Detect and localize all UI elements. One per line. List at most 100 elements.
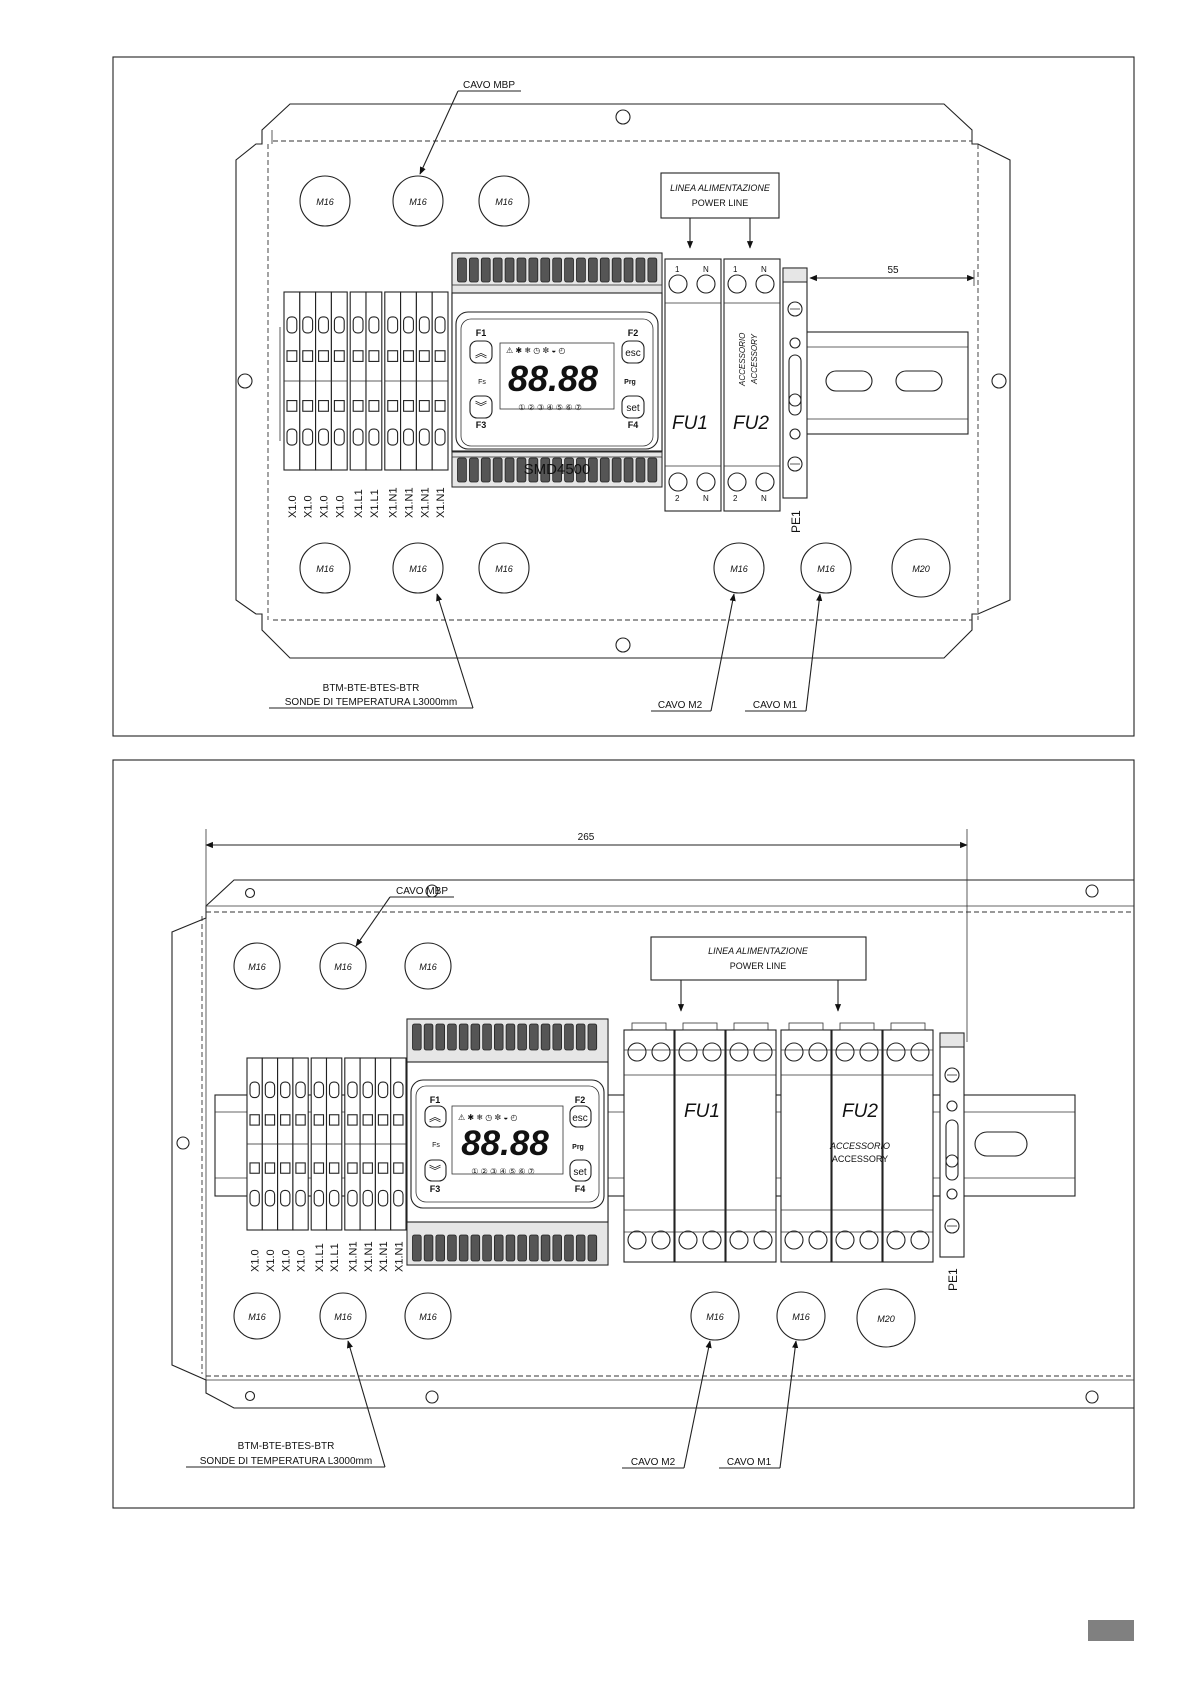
chevron-down-icon: ︾ (429, 1164, 441, 1178)
cable-gland: M16 (392, 175, 444, 227)
cable-gland: M16 (776, 1291, 826, 1341)
svg-text:CAVO MBP: CAVO MBP (396, 886, 448, 897)
svg-text:POWER LINE: POWER LINE (692, 198, 749, 208)
down-key[interactable] (469, 395, 493, 419)
svg-text:ACCESSORIO: ACCESSORIO (829, 1141, 890, 1151)
svg-text:BTM-BTE-BTES-BTR: BTM-BTE-BTES-BTR (323, 683, 420, 694)
terminal-label: X1.0 (250, 1249, 262, 1272)
svg-text:LINEA ALIMENTAZIONE: LINEA ALIMENTAZIONE (708, 946, 809, 956)
cable-gland: M16 (404, 942, 452, 990)
svg-text:M16: M16 (495, 197, 513, 207)
terminal-label: X1.0 (303, 495, 315, 518)
cable-gland: M16 (319, 942, 367, 990)
terminal-block (330, 291, 348, 471)
svg-text:Fs: Fs (478, 379, 486, 386)
terminal-label: X1.L1 (369, 489, 381, 518)
svg-text:SONDE DI TEMPERATURA L3000mm: SONDE DI TEMPERATURA L3000mm (200, 1456, 372, 1467)
terminal-label: X1.L1 (353, 489, 365, 518)
svg-text:SONDE DI TEMPERATURA L3000mm: SONDE DI TEMPERATURA L3000mm (285, 697, 457, 708)
set-key[interactable] (569, 1159, 592, 1182)
svg-text:ACCESSORIO: ACCESSORIO (738, 333, 747, 387)
chevron-up-icon: ︽ (429, 1110, 441, 1124)
terminal-block (315, 291, 332, 471)
up-key[interactable] (469, 340, 493, 364)
svg-text:CAVO M2: CAVO M2 (631, 1457, 676, 1468)
cable-gland: M16 (299, 175, 351, 227)
bottom-pe-terminal: PE1 (939, 1032, 965, 1291)
bottom-controller: F1 F2 F3 F4 ︽ ︾ esc set Fs Prg ⚠ ✱ ❄ ◷ ✼… (406, 1018, 609, 1266)
terminal-block (365, 291, 383, 471)
down-key[interactable] (424, 1159, 447, 1182)
terminal-label: X1.N1 (404, 487, 416, 518)
svg-text:POWER LINE: POWER LINE (730, 961, 787, 971)
svg-text:M16: M16 (316, 564, 334, 574)
top-drawing: M16 M16 M16 M16 M16 M16 M16 M16 M20 X1.0… (112, 56, 1135, 737)
terminal-block (277, 1057, 294, 1231)
terminal-block (283, 291, 301, 471)
esc-key[interactable] (569, 1105, 592, 1128)
status-icons: ⚠ ✱ ❄ ◷ ✼ ◒ ◴ (506, 346, 565, 355)
svg-text:F4: F4 (628, 420, 639, 430)
display-value: 88.88 (508, 358, 598, 399)
svg-text:M16: M16 (334, 1312, 352, 1322)
bottom-frame (112, 759, 1135, 1509)
svg-text:M16: M16 (817, 564, 835, 574)
fuse-module (623, 1022, 675, 1263)
esc-key[interactable] (621, 340, 645, 364)
svg-text:N: N (703, 265, 709, 274)
svg-text:F4: F4 (575, 1184, 586, 1194)
svg-text:F3: F3 (476, 420, 487, 430)
svg-text:N: N (761, 265, 767, 274)
terminal-block (400, 291, 417, 471)
chevron-down-icon: ︾ (475, 400, 487, 414)
cable-gland: M16 (690, 1291, 740, 1341)
fuse-module (674, 1022, 726, 1263)
top-frame (112, 56, 1135, 737)
bottom-enclosure (171, 879, 1134, 1409)
svg-text:F2: F2 (628, 328, 639, 338)
svg-text:Prg: Prg (624, 379, 636, 386)
svg-text:CAVO M2: CAVO M2 (658, 700, 703, 711)
fuse-module (882, 1022, 934, 1263)
top-leaders: CAVO MBP BTM-BTE-BTES-BTR SONDE DI TEMPE… (269, 80, 823, 712)
terminal-label: X1.L1 (329, 1243, 341, 1272)
cable-gland: M16 (713, 542, 765, 594)
terminal-label: X1.N1 (378, 1241, 390, 1272)
terminal-block (310, 1057, 328, 1231)
terminal-label: X1.N1 (393, 1241, 405, 1272)
svg-text:N: N (761, 494, 767, 503)
status-icons: ⚠ ✱ ❄ ◷ ✼ ◒ ◴ (458, 1113, 517, 1122)
svg-text:2: 2 (733, 494, 738, 503)
terminal-block (431, 291, 449, 471)
terminal-label: X1.N1 (419, 487, 431, 518)
terminal-label: X1.0 (280, 1249, 292, 1272)
svg-text:BTM-BTE-BTES-BTR: BTM-BTE-BTES-BTR (238, 1441, 335, 1452)
svg-text:PE1: PE1 (946, 1268, 960, 1291)
terminal-label: X1.0 (265, 1249, 277, 1272)
svg-text:M16: M16 (334, 962, 352, 972)
bottom-glands: M16 M16 M16 M16 M16 M16 M16 M16 M20 (233, 942, 916, 1348)
set-key[interactable] (621, 395, 645, 419)
cable-gland: M20 (891, 538, 951, 598)
bottom-dimension: 265 (205, 829, 968, 1042)
up-key[interactable] (424, 1105, 447, 1128)
terminal-block (325, 1057, 343, 1231)
fuse-label: FU2 (842, 1101, 878, 1122)
bottom-leaders: CAVO MBP BTM-BTE-BTES-BTR SONDE DI TEMPE… (186, 886, 799, 1469)
svg-text:PE1: PE1 (789, 510, 803, 533)
terminal-label: X1.0 (287, 495, 299, 518)
svg-text:M16: M16 (409, 197, 427, 207)
svg-text:F3: F3 (430, 1184, 441, 1194)
fuse-module (780, 1022, 832, 1263)
terminal-block (292, 1057, 309, 1231)
terminal-block (390, 1057, 407, 1231)
svg-text:F1: F1 (476, 328, 487, 338)
terminal-block (374, 1057, 392, 1231)
svg-text:1: 1 (733, 265, 738, 274)
bottom-fuses: FU1 FU2 ACCESSORIO ACCESSORY (623, 1022, 934, 1263)
top-power-line: LINEA ALIMENTAZIONE POWER LINE (660, 172, 780, 249)
svg-text:M16: M16 (316, 197, 334, 207)
svg-text:1: 1 (675, 265, 680, 274)
top-glands: M16 M16 M16 M16 M16 M16 M16 M16 M20 (299, 175, 951, 598)
